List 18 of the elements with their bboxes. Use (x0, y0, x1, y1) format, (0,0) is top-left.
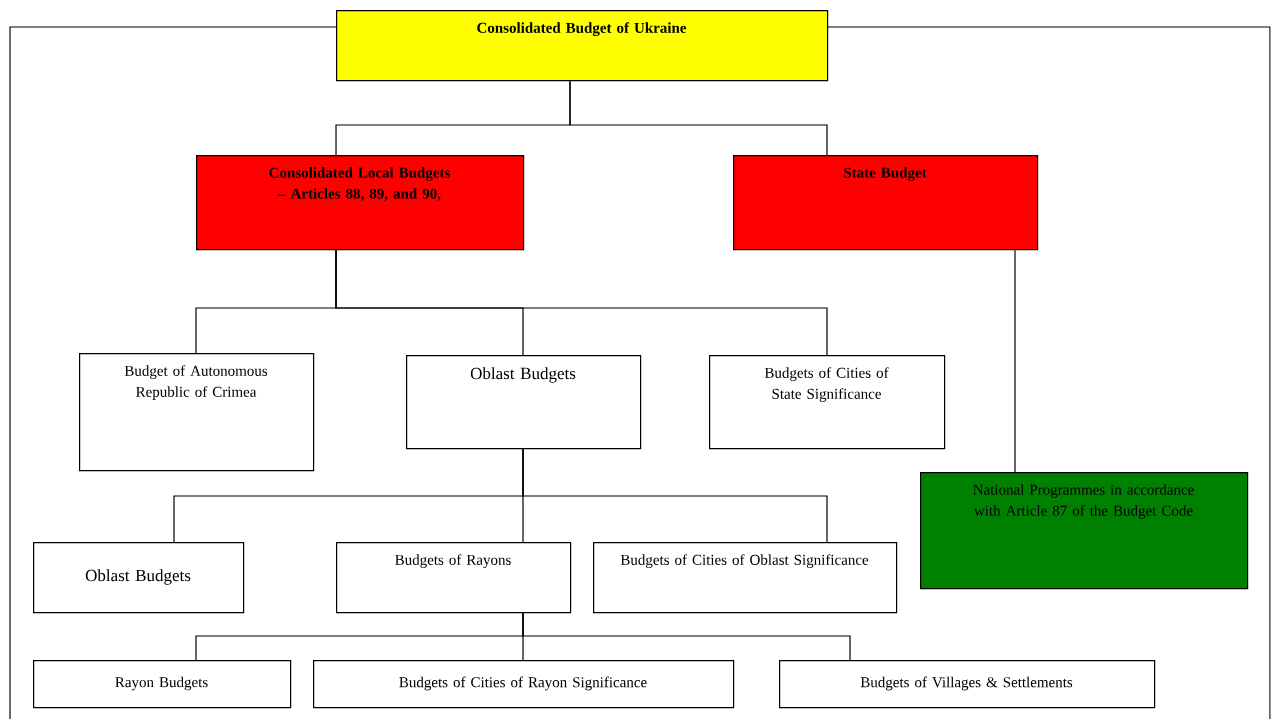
budget-box: Budgets of Cities of Rayon Significance (313, 660, 735, 709)
budget-box: Oblast Budgets (406, 355, 642, 450)
budget-box: State Budget (733, 155, 1039, 251)
connector-line (522, 448, 828, 543)
budget-box: Rayon Budgets (33, 660, 292, 709)
connector-line (522, 612, 851, 661)
budget-box: Budgets of Cities of Oblast Significance (593, 542, 898, 614)
budget-box: Oblast Budgets (33, 542, 245, 614)
budget-box: Budgets of Villages & Settlements (779, 660, 1156, 709)
budget-box: Consolidated Local Budgets – Articles 88, 89, and 90, (196, 155, 525, 251)
connector-line (1014, 249, 1016, 473)
budget-box: Budgets of Rayons (336, 542, 572, 614)
budget-box: Budget of Autonomous Republic of Crimea (79, 353, 315, 472)
budget-box: Consolidated Budget of Ukraine (336, 10, 829, 82)
connector-line (335, 249, 828, 356)
budget-box: National Programmes in accordance with Article 87 of the Budget Code (920, 472, 1249, 590)
budget-box: Budgets of Cities of State Significance (709, 355, 946, 450)
connector-line (569, 80, 828, 156)
